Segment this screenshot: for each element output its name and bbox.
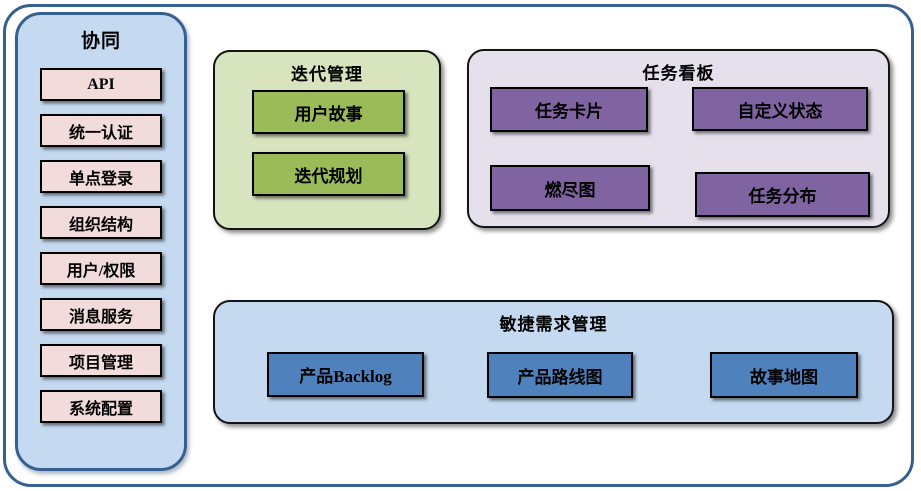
sidebar-item-org-structure: 组织结构 xyxy=(40,206,162,239)
panel-iteration-management: 迭代管理 用户故事 迭代规划 xyxy=(213,50,441,230)
sidebar-panel-collaboration: 协同 API 统一认证 单点登录 组织结构 用户/权限 消息服务 项目管理 系统… xyxy=(15,12,187,471)
sidebar-item-unified-auth: 统一认证 xyxy=(40,114,162,147)
panel-iteration-title: 迭代管理 xyxy=(291,65,363,84)
node-task-card: 任务卡片 xyxy=(490,87,648,132)
node-iteration-planning: 迭代规划 xyxy=(252,152,405,196)
panel-kanban-title: 任务看板 xyxy=(642,64,715,83)
sidebar-item-message-service: 消息服务 xyxy=(40,298,162,331)
sidebar-title: 协同 xyxy=(80,31,121,52)
sidebar-item-sso: 单点登录 xyxy=(40,160,162,193)
node-product-backlog: 产品Backlog xyxy=(267,352,424,397)
sidebar-item-project-management: 项目管理 xyxy=(40,344,162,377)
node-product-roadmap: 产品路线图 xyxy=(487,352,633,398)
node-burndown-chart: 燃尽图 xyxy=(490,165,650,211)
sidebar-item-user-permissions: 用户/权限 xyxy=(40,252,162,285)
sidebar-item-api: API xyxy=(40,68,162,101)
node-user-story: 用户故事 xyxy=(252,90,405,134)
node-task-distribution: 任务分布 xyxy=(695,172,870,217)
node-custom-status: 自定义状态 xyxy=(692,87,868,131)
panel-agile-requirements: 敏捷需求管理 产品Backlog 产品路线图 故事地图 xyxy=(213,300,894,424)
sidebar-items: API 统一认证 单点登录 组织结构 用户/权限 消息服务 项目管理 系统配置 xyxy=(18,68,184,423)
sidebar-item-system-config: 系统配置 xyxy=(40,390,162,423)
panel-task-board: 任务看板 任务卡片 自定义状态 燃尽图 任务分布 xyxy=(467,49,890,228)
node-story-map: 故事地图 xyxy=(710,352,858,398)
panel-agile-title: 敏捷需求管理 xyxy=(499,315,608,334)
